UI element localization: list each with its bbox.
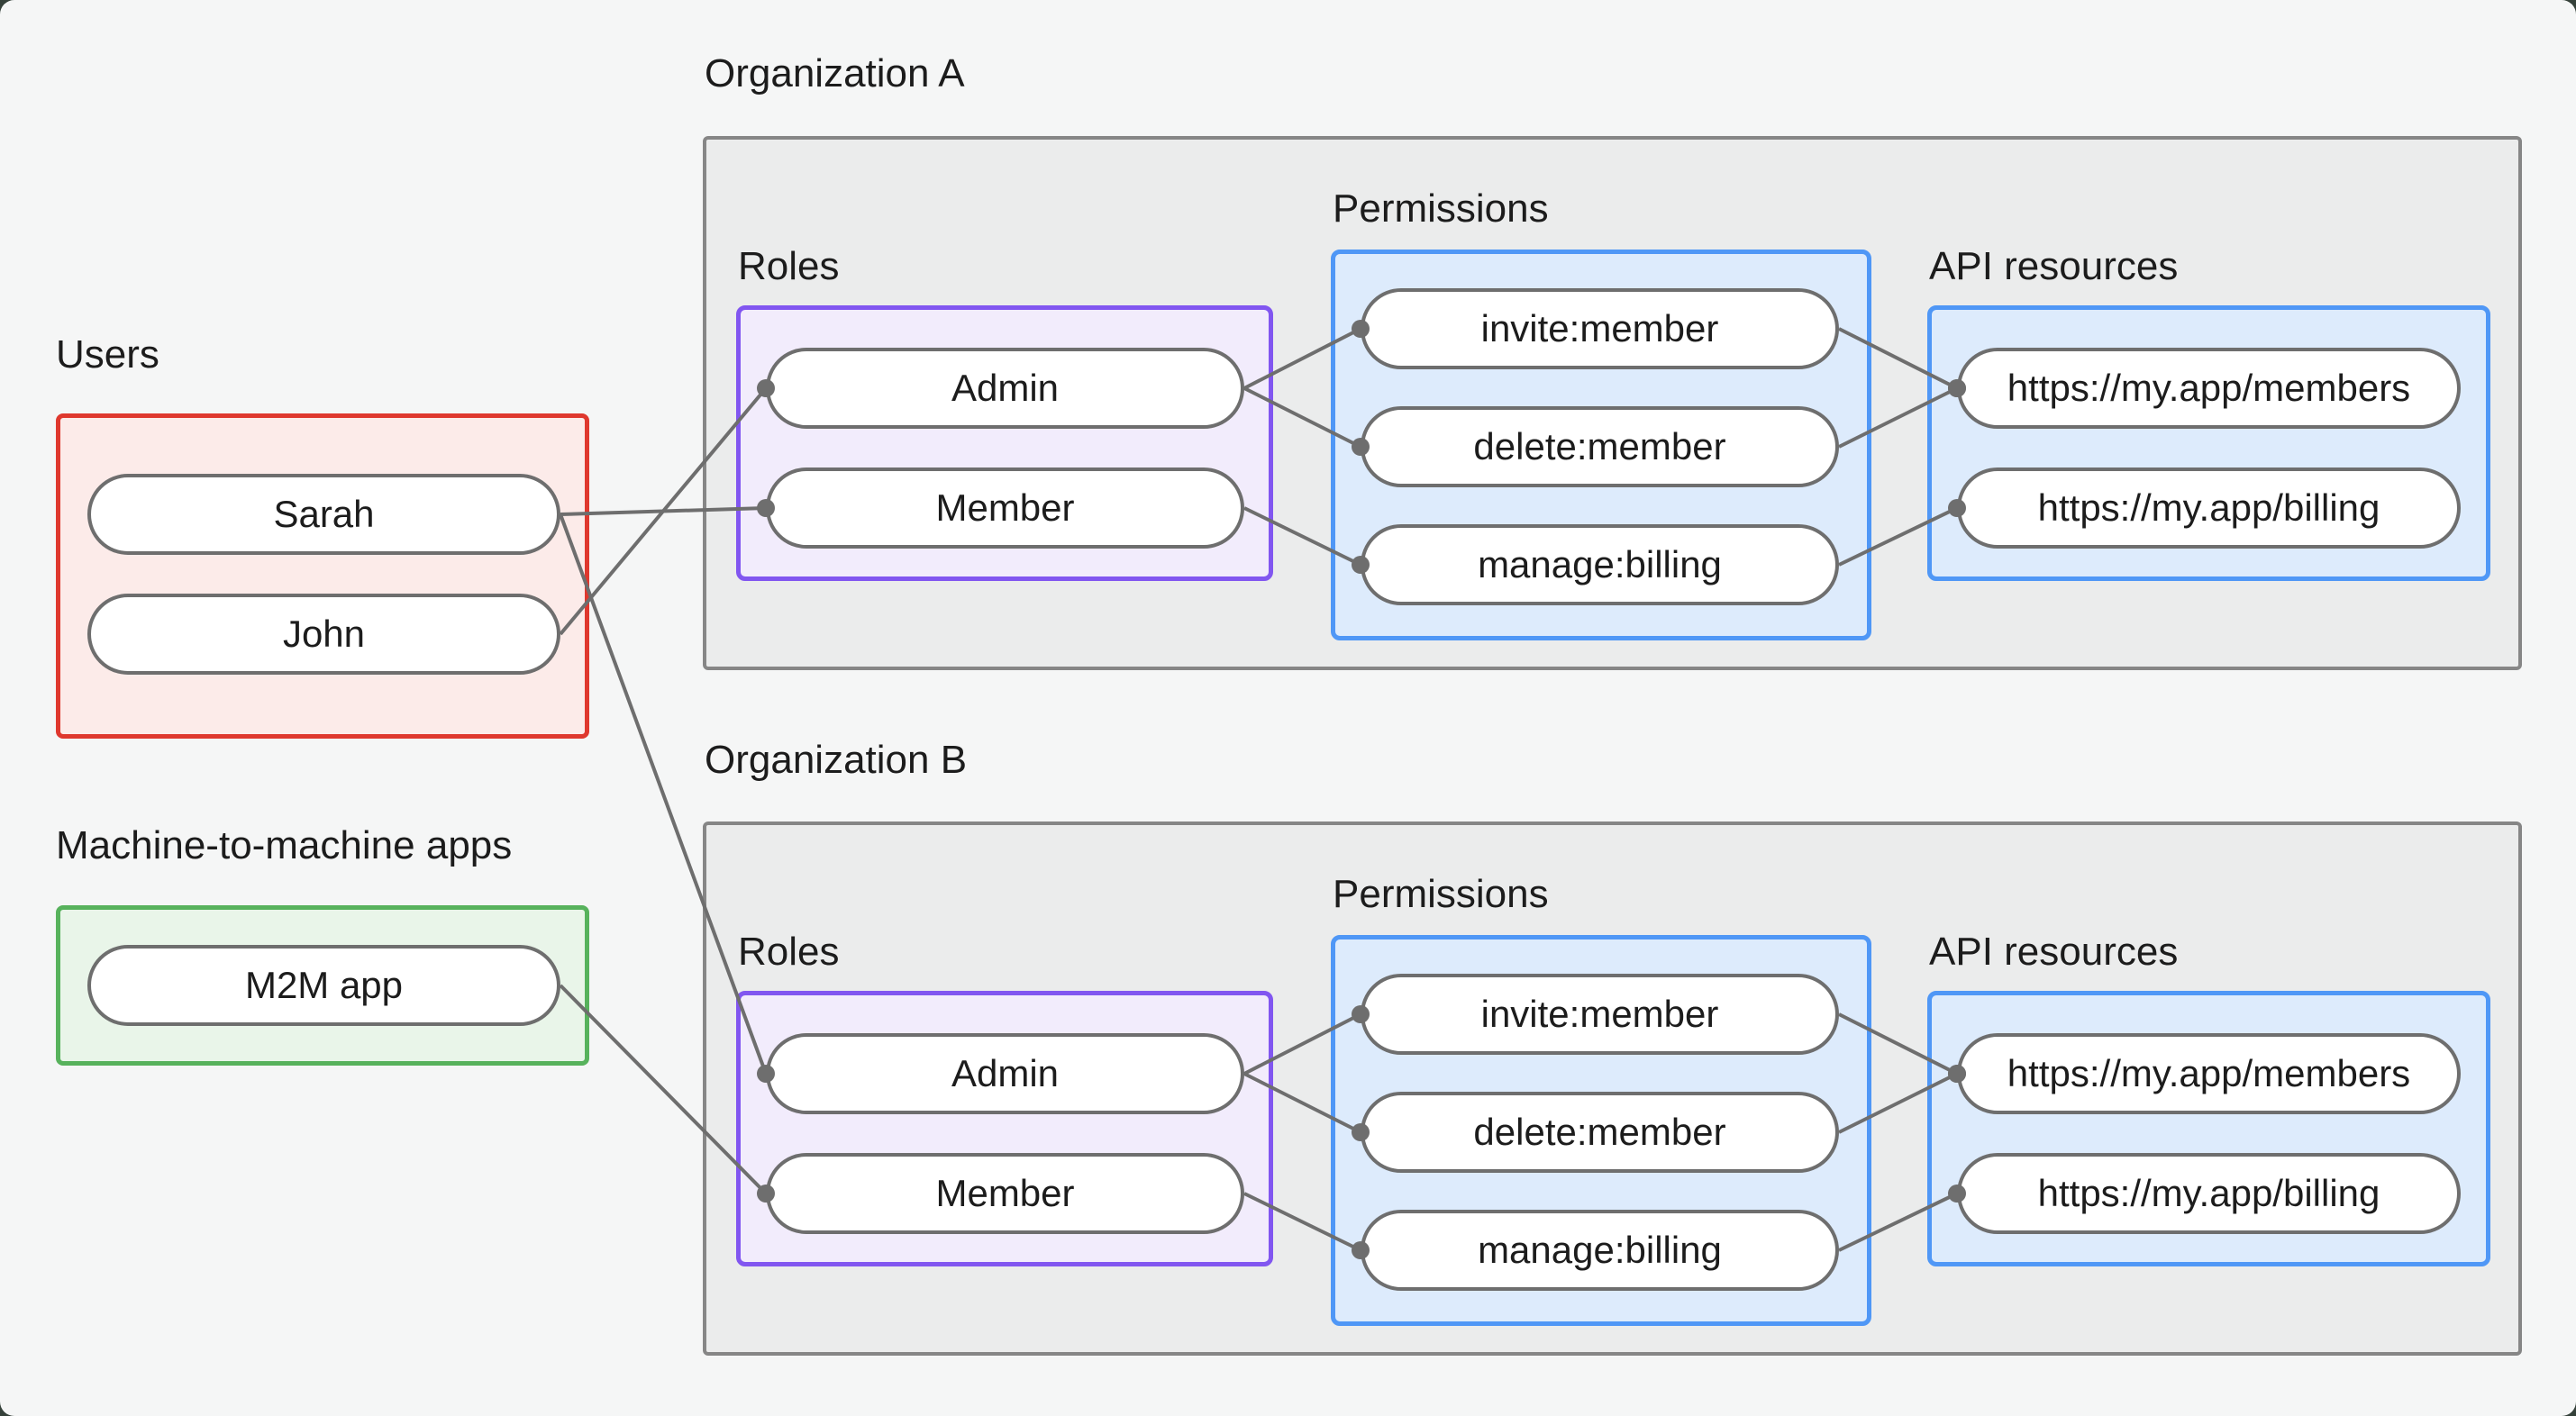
node-org-a-role-member: Member [766, 467, 1244, 549]
users-group-label: Users [56, 332, 159, 377]
node-org-b-permission-invite-member: invite:member [1361, 974, 1839, 1055]
node-user-sarah: Sarah [87, 474, 560, 555]
m2m-group-label: Machine-to-machine apps [56, 823, 513, 867]
node-org-b-permission-manage-billing: manage:billing [1361, 1210, 1839, 1291]
node-org-a-permission-manage-billing: manage:billing [1361, 524, 1839, 605]
org-a-api-resources-label: API resources [1929, 244, 2179, 288]
node-user-john: John [87, 594, 560, 675]
org-b-roles-label: Roles [738, 930, 840, 974]
org-b-permissions-label: Permissions [1333, 872, 1549, 916]
node-org-a-api-billing: https://my.app/billing [1957, 467, 2461, 549]
node-org-b-role-member: Member [766, 1153, 1244, 1234]
node-org-a-permission-delete-member: delete:member [1361, 406, 1839, 487]
org-a-title: Organization A [705, 51, 965, 95]
node-org-b-role-admin: Admin [766, 1033, 1244, 1114]
org-b-api-resources-label: API resources [1929, 930, 2179, 974]
node-org-a-role-admin: Admin [766, 348, 1244, 429]
node-m2m-app: M2M app [87, 945, 560, 1026]
node-org-a-api-members: https://my.app/members [1957, 348, 2461, 429]
org-b-title: Organization B [705, 738, 968, 782]
node-org-b-api-billing: https://my.app/billing [1957, 1153, 2461, 1234]
node-org-a-permission-invite-member: invite:member [1361, 288, 1839, 369]
node-org-b-api-members: https://my.app/members [1957, 1033, 2461, 1114]
users-group-box [56, 413, 589, 739]
org-a-permissions-label: Permissions [1333, 186, 1549, 231]
org-a-roles-label: Roles [738, 244, 840, 288]
node-org-b-permission-delete-member: delete:member [1361, 1092, 1839, 1173]
